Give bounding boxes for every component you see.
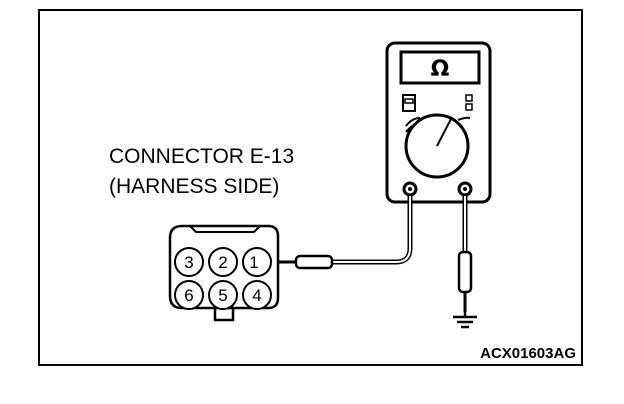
- connector-side-label: (HARNESS SIDE): [109, 175, 280, 198]
- test-lead-negative: [457, 196, 473, 312]
- ohmmeter-icon: [385, 41, 492, 204]
- connector-label: CONNECTOR E-13: [109, 145, 295, 168]
- pin-label: 5: [218, 286, 227, 305]
- pin-label: 3: [184, 253, 193, 272]
- figure-code: ACX01603AG: [480, 345, 576, 362]
- pin-label: 1: [249, 253, 258, 272]
- pin-label: 6: [184, 286, 193, 305]
- ground-symbol-icon: [453, 312, 477, 329]
- meter-display-symbol: Ω: [431, 57, 450, 82]
- test-lead-positive: [278, 196, 413, 270]
- connector-pins: [174, 247, 272, 310]
- pin-label: 2: [218, 253, 227, 272]
- pin-label: 4: [252, 286, 261, 305]
- diagram-frame: [38, 9, 583, 366]
